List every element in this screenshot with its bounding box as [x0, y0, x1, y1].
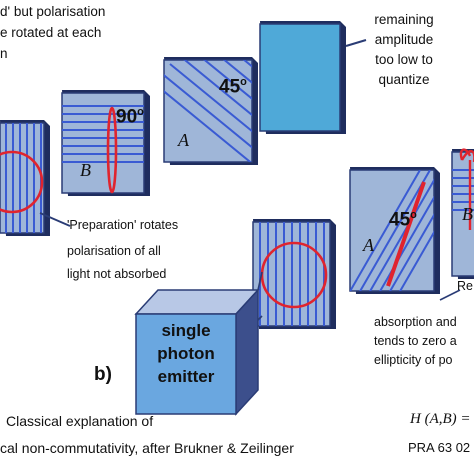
caption-line1: Classical explanation of: [6, 413, 154, 429]
formula-text: H (A,B) =: [410, 411, 471, 427]
preparation-grating: [252, 219, 336, 329]
bottom-b-partial-letter: B: [462, 204, 473, 224]
remaining-amplitude-panel: [259, 21, 367, 134]
remaining-text-line3: too low to: [375, 52, 433, 67]
remaining-text-line1: remaining: [374, 12, 434, 27]
bottom-a-polarisation-line: [386, 181, 426, 287]
right-partial-red-loop: [459, 148, 474, 162]
right-pointer-line: [439, 289, 461, 301]
right-text-line2: tends to zero a: [374, 334, 457, 348]
preparation-pointer-line: [39, 212, 71, 227]
remaining-text-line4: quantize: [378, 72, 430, 87]
emitter-label-line1: single: [161, 321, 211, 340]
bottom-a-angle-label: 45o: [389, 209, 417, 231]
right-text-line1: absorption and: [374, 315, 457, 329]
top-grating-a: [163, 57, 258, 165]
emitter-label-line3: emitter: [157, 367, 215, 386]
single-photon-emitter-cube: [134, 271, 263, 416]
left-polarisation-circle: [0, 150, 44, 214]
top-text-line2: e rotated at each: [0, 25, 102, 40]
remaining-text-line2: amplitude: [374, 32, 434, 47]
right-text-line3: ellipticity of po: [374, 353, 453, 367]
top-b-angle-label: 90o: [116, 106, 144, 128]
bottom-a-letter: A: [363, 235, 374, 255]
top-text-line1: d' but polarisation: [0, 4, 106, 19]
top-b-polarisation-ellipse: [106, 106, 118, 194]
bottom-grating-a: [349, 167, 440, 294]
top-grating-b: [61, 90, 150, 196]
emitter-label-line2: photon: [157, 344, 215, 363]
top-a-angle-label: 45o: [219, 76, 247, 98]
reference-text: PRA 63 02: [408, 440, 471, 455]
top-b-letter: B: [80, 160, 91, 180]
left-partial-polariser: [0, 120, 50, 236]
top-a-letter: A: [178, 130, 189, 150]
right-re-text: Re: [457, 279, 473, 293]
caption-line2: cal non-commutativity, after Brukner & Z…: [0, 440, 294, 456]
panel-b-label: b): [94, 364, 112, 385]
top-text-line3: n: [0, 46, 8, 61]
preparation-text-line2: polarisation of all: [67, 244, 161, 258]
preparation-text-line1: 'Preparation' rotates: [67, 218, 179, 232]
preparation-text-line3: light not absorbed: [67, 267, 167, 281]
right-partial-grating: [451, 148, 474, 279]
